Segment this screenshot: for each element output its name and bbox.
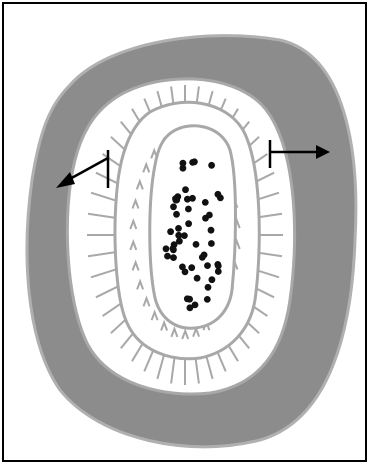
core-dot xyxy=(181,232,188,239)
core-dot xyxy=(173,211,180,218)
core-dot xyxy=(182,186,189,193)
core-dot xyxy=(164,253,171,260)
core-dot xyxy=(182,269,189,276)
core-dot xyxy=(209,276,216,283)
core-dot xyxy=(187,304,194,311)
core-dot xyxy=(206,212,213,219)
core-dot xyxy=(186,296,193,303)
core-dot xyxy=(167,228,174,235)
core-dot xyxy=(189,195,196,202)
core-dot xyxy=(215,268,222,275)
core-dot xyxy=(170,254,177,261)
core-dot xyxy=(189,159,196,166)
core-dot xyxy=(188,264,195,271)
core-dot xyxy=(204,262,211,269)
core-dot xyxy=(171,241,178,248)
core-dot xyxy=(163,245,170,252)
core-dot xyxy=(208,240,215,247)
core-dot xyxy=(193,241,200,248)
core-dot xyxy=(204,296,211,303)
core-dot xyxy=(215,191,222,198)
core-dot xyxy=(172,195,179,202)
core-dot xyxy=(175,225,182,232)
core-dot xyxy=(185,220,192,227)
core-dot xyxy=(170,203,177,210)
core-dot xyxy=(205,284,212,291)
core-dot xyxy=(208,162,215,169)
core-dot xyxy=(185,206,192,213)
core-dot xyxy=(180,160,187,167)
core-dot xyxy=(194,275,201,282)
core-dot xyxy=(208,227,215,234)
core-dot xyxy=(199,254,206,261)
core-dot xyxy=(202,199,209,206)
